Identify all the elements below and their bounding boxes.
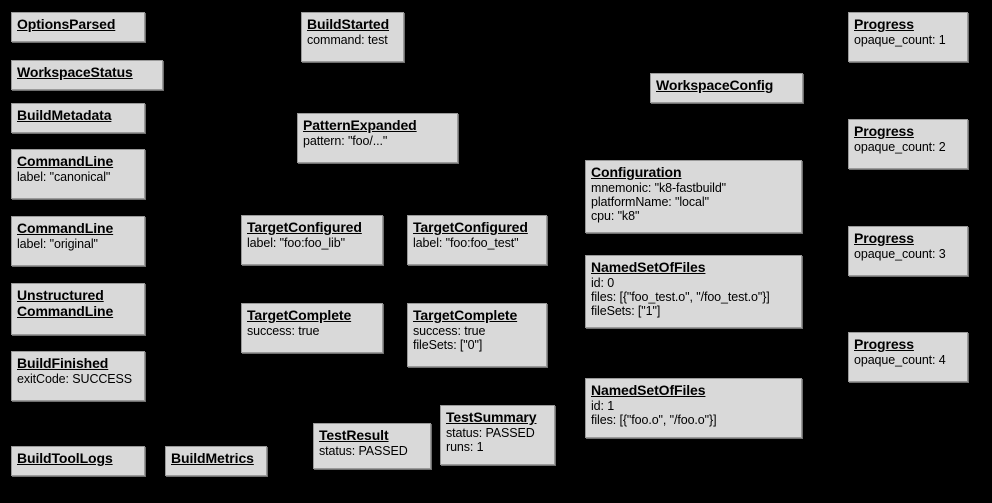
event-node-title: TargetConfigured xyxy=(413,219,528,235)
event-node-title: PatternExpanded xyxy=(303,117,417,133)
event-node-title: BuildFinished xyxy=(17,355,109,371)
event-node-field: status: PASSED xyxy=(319,444,408,458)
event-node-field: label: "foo:foo_lib" xyxy=(247,236,345,250)
event-node-title: BuildMetadata xyxy=(17,107,112,123)
event-node-title: Configuration xyxy=(591,164,682,180)
event-node-title: TargetComplete xyxy=(413,307,518,323)
event-node-field: fileSets: ["0"] xyxy=(413,338,483,352)
event-node-fields: opaque_count: 3 xyxy=(854,247,962,261)
event-node-field: label: "foo:foo_test" xyxy=(413,236,519,250)
event-node-title: WorkspaceStatus xyxy=(17,64,133,80)
event-node-title: BuildStarted xyxy=(307,16,390,32)
event-node-field: label: "canonical" xyxy=(17,170,111,184)
event-node-title: TargetComplete xyxy=(247,307,352,323)
event-node-fields: label: "foo:foo_lib" xyxy=(247,236,377,250)
event-node-fields: opaque_count: 1 xyxy=(854,33,962,47)
event-node-field: opaque_count: 2 xyxy=(854,140,946,154)
event-node-fields: command: test xyxy=(307,33,398,47)
event-node-field: opaque_count: 4 xyxy=(854,353,946,367)
event-node-fields: success: true xyxy=(247,324,377,338)
event-node-field: opaque_count: 1 xyxy=(854,33,946,47)
event-node-field: success: true xyxy=(413,324,486,338)
event-node-title: BuildToolLogs xyxy=(17,450,113,466)
event-node-field: platformName: "local" xyxy=(591,195,709,209)
event-node-field: success: true xyxy=(247,324,320,338)
event-node-options-parsed[interactable]: OptionsParsed xyxy=(11,12,145,42)
event-node-fields: label: "canonical" xyxy=(17,170,139,184)
event-node-title: Unstructured CommandLine xyxy=(17,287,114,319)
event-node-field: cpu: "k8" xyxy=(591,209,640,223)
event-node-title: Progress xyxy=(854,16,914,32)
event-node-field: mnemonic: "k8-fastbuild" xyxy=(591,181,727,195)
event-node-field: status: PASSED xyxy=(446,426,535,440)
event-node-title: CommandLine xyxy=(17,153,114,169)
event-node-title: NamedSetOfFiles xyxy=(591,382,706,398)
event-node-title: TestSummary xyxy=(446,409,537,425)
event-node-field: files: [{"foo_test.o", "/foo_test.o"}] xyxy=(591,290,770,304)
event-node-build-tool-logs[interactable]: BuildToolLogs xyxy=(11,446,145,476)
event-node-fields: opaque_count: 2 xyxy=(854,140,962,154)
event-node-field: command: test xyxy=(307,33,388,47)
event-node-title: TestResult xyxy=(319,427,389,443)
event-node-field: exitCode: SUCCESS xyxy=(17,372,133,386)
event-node-title: BuildMetrics xyxy=(171,450,254,466)
event-node-unstructured-command-line[interactable]: Unstructured CommandLine xyxy=(11,283,145,335)
event-node-workspace-status[interactable]: WorkspaceStatus xyxy=(11,60,163,90)
event-node-fields: label: "foo:foo_test" xyxy=(413,236,541,250)
event-node-build-metadata[interactable]: BuildMetadata xyxy=(11,103,145,133)
event-node-field: label: "original" xyxy=(17,237,98,251)
event-node-fields: opaque_count: 4 xyxy=(854,353,962,367)
event-node-workspace-config[interactable]: WorkspaceConfig xyxy=(650,73,803,103)
event-node-build-metrics[interactable]: BuildMetrics xyxy=(165,446,267,476)
event-node-field: files: [{"foo.o", "/foo.o"}] xyxy=(591,413,717,427)
event-node-title: CommandLine xyxy=(17,220,114,236)
event-node-fields: label: "original" xyxy=(17,237,139,251)
event-node-title: Progress xyxy=(854,230,914,246)
event-node-field: runs: 1 xyxy=(446,440,484,454)
event-node-field: id: 1 xyxy=(591,399,615,413)
event-node-fields: status: PASSED xyxy=(319,444,425,458)
event-node-field: pattern: "foo/..." xyxy=(303,134,388,148)
event-node-title: TargetConfigured xyxy=(247,219,362,235)
event-node-title: Progress xyxy=(854,123,914,139)
event-node-field: fileSets: ["1"] xyxy=(591,304,661,318)
event-node-title: WorkspaceConfig xyxy=(656,77,774,93)
event-node-title: Progress xyxy=(854,336,914,352)
event-node-title: NamedSetOfFiles xyxy=(591,259,706,275)
event-node-fields: exitCode: SUCCESS xyxy=(17,372,139,386)
event-node-field: id: 0 xyxy=(591,276,615,290)
event-node-fields: mnemonic: "k8-fastbuild"platformName: "l… xyxy=(591,181,796,223)
event-node-title: OptionsParsed xyxy=(17,16,116,32)
event-node-field: opaque_count: 3 xyxy=(854,247,946,261)
event-node-fields: pattern: "foo/..." xyxy=(303,134,452,148)
